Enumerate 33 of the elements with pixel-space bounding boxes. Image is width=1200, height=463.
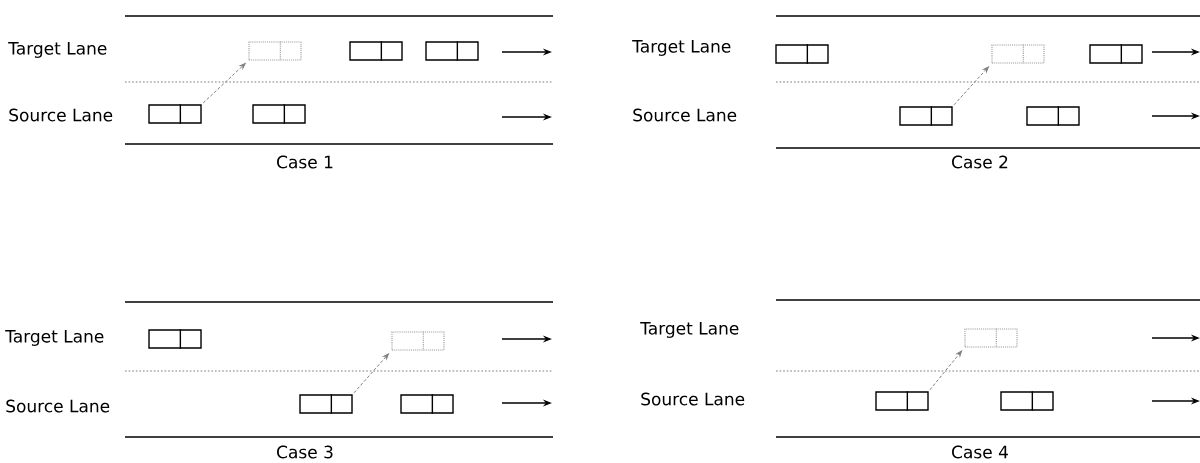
- car-box: [775, 43, 829, 65]
- dotted-car-box: [391, 330, 445, 352]
- lane-label: Target Lane: [632, 40, 731, 56]
- arrow: [202, 63, 246, 104]
- caption: Case 3: [277, 445, 333, 459]
- arrow: [353, 353, 390, 394]
- dotted-car-box: [248, 40, 302, 62]
- lane-label: Source Lane: [641, 392, 745, 406]
- car-box: [252, 103, 306, 125]
- dotted-car-box: [991, 43, 1045, 65]
- caption: Case 2: [952, 155, 1008, 169]
- car-box: [1089, 43, 1143, 65]
- lane-label: Target Lane: [5, 330, 104, 346]
- car-box: [875, 390, 929, 412]
- car-box: [400, 393, 454, 415]
- car-box: [299, 393, 353, 415]
- lane-label: Source Lane: [6, 399, 110, 413]
- car-box: [148, 103, 202, 125]
- lane-label: Target Lane: [8, 42, 107, 58]
- car-box: [148, 328, 202, 350]
- lane-label: Target Lane: [640, 322, 739, 338]
- car-box: [425, 40, 479, 62]
- dotted-car-box: [964, 327, 1018, 349]
- lane-label: Source Lane: [633, 108, 737, 122]
- caption: Case 4: [952, 445, 1008, 459]
- car-box: [899, 105, 953, 127]
- car-box: [1000, 390, 1054, 412]
- lane-label: Source Lane: [9, 108, 113, 122]
- arrow: [929, 350, 963, 391]
- car-box: [1026, 105, 1080, 127]
- caption: Case 1: [277, 155, 333, 169]
- arrow: [953, 66, 989, 106]
- car-box: [349, 40, 403, 62]
